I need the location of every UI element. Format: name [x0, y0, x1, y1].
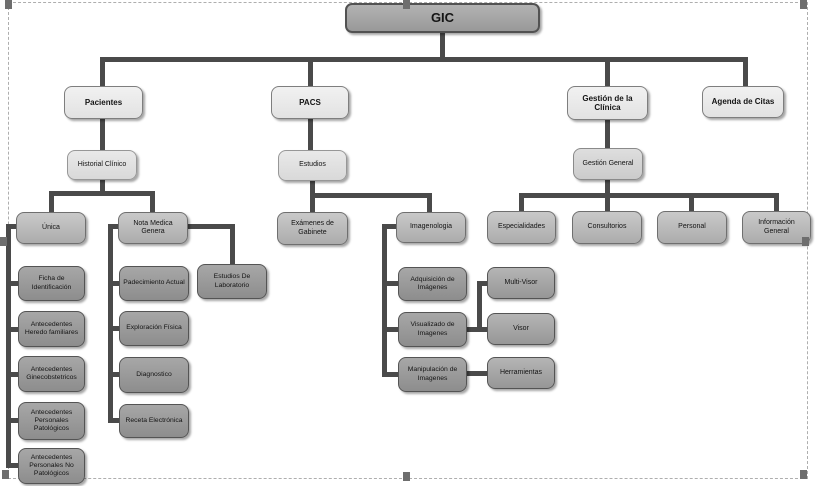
node-multi-visor[interactable]: Multi-Visor — [487, 267, 555, 299]
node-visualizado-imagenes[interactable]: Visualizado de Imagenes — [398, 312, 467, 347]
connector-segment — [605, 180, 610, 195]
connector-segment — [382, 372, 398, 377]
connector-segment — [382, 224, 396, 229]
connector-segment — [6, 224, 18, 229]
node-historial-clinico[interactable]: Historial Clínico — [67, 150, 137, 180]
connector-segment — [108, 281, 119, 286]
connector-segment — [382, 327, 398, 332]
node-adquisicion-imagenes[interactable]: Adquisición de Imágenes — [398, 267, 467, 301]
node-nota-medica-general[interactable]: Nota Medica Genera — [118, 212, 188, 244]
connector-segment — [310, 193, 315, 212]
selection-handle-nw[interactable] — [5, 0, 12, 9]
connector-segment — [467, 371, 487, 376]
node-estudios[interactable]: Estudios — [278, 150, 347, 181]
node-agenda-citas[interactable]: Agenda de Citas — [702, 86, 784, 118]
connector-segment — [108, 372, 119, 377]
selection-handle-n[interactable] — [403, 0, 410, 9]
connector-segment — [49, 191, 155, 196]
connector-segment — [774, 193, 779, 211]
connector-segment — [477, 281, 482, 332]
node-padecimiento-actual[interactable]: Padecimiento Actual — [119, 266, 189, 301]
connector-segment — [6, 418, 18, 423]
node-personal[interactable]: Personal — [657, 211, 727, 244]
node-informacion-general[interactable]: Información General — [742, 211, 811, 244]
node-gestion-clinica[interactable]: Gestión de la Clínica — [567, 86, 648, 120]
node-antecedentes-heredo-familiares[interactable]: Antecedentes Heredo familiares — [18, 311, 85, 347]
node-gestion-general[interactable]: Gestión General — [573, 148, 643, 180]
connector-segment — [49, 191, 54, 212]
node-herramientas[interactable]: Herramientas — [487, 357, 555, 389]
connector-segment — [6, 224, 11, 468]
connector-segment — [100, 180, 105, 193]
selection-handle-e[interactable] — [802, 237, 809, 246]
node-receta-electronica[interactable]: Receta Electrónica — [119, 404, 189, 438]
connector-segment — [308, 119, 313, 150]
node-pacs[interactable]: PACS — [271, 86, 349, 119]
connector-segment — [100, 57, 105, 86]
connector-segment — [6, 372, 18, 377]
connector-segment — [440, 33, 445, 59]
node-imagenologia[interactable]: Imagenologia — [396, 212, 466, 243]
connector-segment — [382, 281, 398, 286]
connector-segment — [382, 224, 387, 377]
node-especialidades[interactable]: Especialidades — [487, 211, 556, 244]
node-manipulacion-imagenes[interactable]: Manipulación de Imagenes — [398, 357, 467, 392]
node-unica[interactable]: Única — [16, 212, 86, 244]
node-visor[interactable]: Visor — [487, 313, 555, 345]
connector-segment — [519, 193, 779, 198]
node-examenes-gabinete[interactable]: Exámenes de Gabinete — [277, 212, 348, 245]
connector-segment — [108, 326, 119, 331]
connector-segment — [108, 224, 113, 423]
node-exploracion-fisica[interactable]: Exploración Física — [119, 311, 189, 346]
node-antecedentes-ginecobstetricos[interactable]: Antecedentes Ginecobstetricos — [18, 356, 85, 392]
connector-segment — [188, 224, 235, 229]
node-antecedentes-personales-no-patologicos[interactable]: Antecedentes Personales No Patológicos — [18, 448, 85, 484]
connector-segment — [689, 193, 694, 211]
node-ficha-identificacion[interactable]: Ficha de Identificación — [18, 266, 85, 301]
connector-segment — [6, 463, 18, 468]
selection-handle-s[interactable] — [403, 472, 410, 481]
connector-segment — [230, 224, 235, 264]
connector-segment — [310, 193, 432, 198]
node-gic[interactable]: GIC — [345, 3, 540, 33]
connector-segment — [108, 224, 118, 229]
selection-handle-sw[interactable] — [2, 470, 9, 479]
connector-segment — [743, 57, 748, 86]
connector-segment — [605, 193, 610, 211]
connector-segment — [6, 281, 18, 286]
connector-segment — [310, 181, 315, 195]
connector-segment — [100, 119, 105, 150]
connector-segment — [605, 120, 610, 148]
connector-segment — [519, 193, 524, 211]
connector-segment — [308, 57, 313, 86]
connector-segment — [150, 191, 155, 212]
node-consultorios[interactable]: Consultorios — [572, 211, 642, 244]
node-antecedentes-personales-patologicos[interactable]: Antecedentes Personales Patológicos — [18, 402, 85, 440]
connector-segment — [427, 193, 432, 212]
connector-segment — [6, 327, 18, 332]
selection-handle-ne[interactable] — [800, 0, 807, 9]
node-diagnostico[interactable]: Diagnostico — [119, 357, 189, 393]
connector-segment — [477, 281, 487, 286]
connector-segment — [100, 57, 748, 62]
selection-handle-se[interactable] — [800, 470, 807, 479]
connector-segment — [108, 418, 119, 423]
node-estudios-laboratorio[interactable]: Estudios De Laboratorio — [197, 264, 267, 299]
selection-handle-w[interactable] — [0, 237, 7, 246]
node-pacientes[interactable]: Pacientes — [64, 86, 143, 119]
connector-segment — [605, 57, 610, 86]
